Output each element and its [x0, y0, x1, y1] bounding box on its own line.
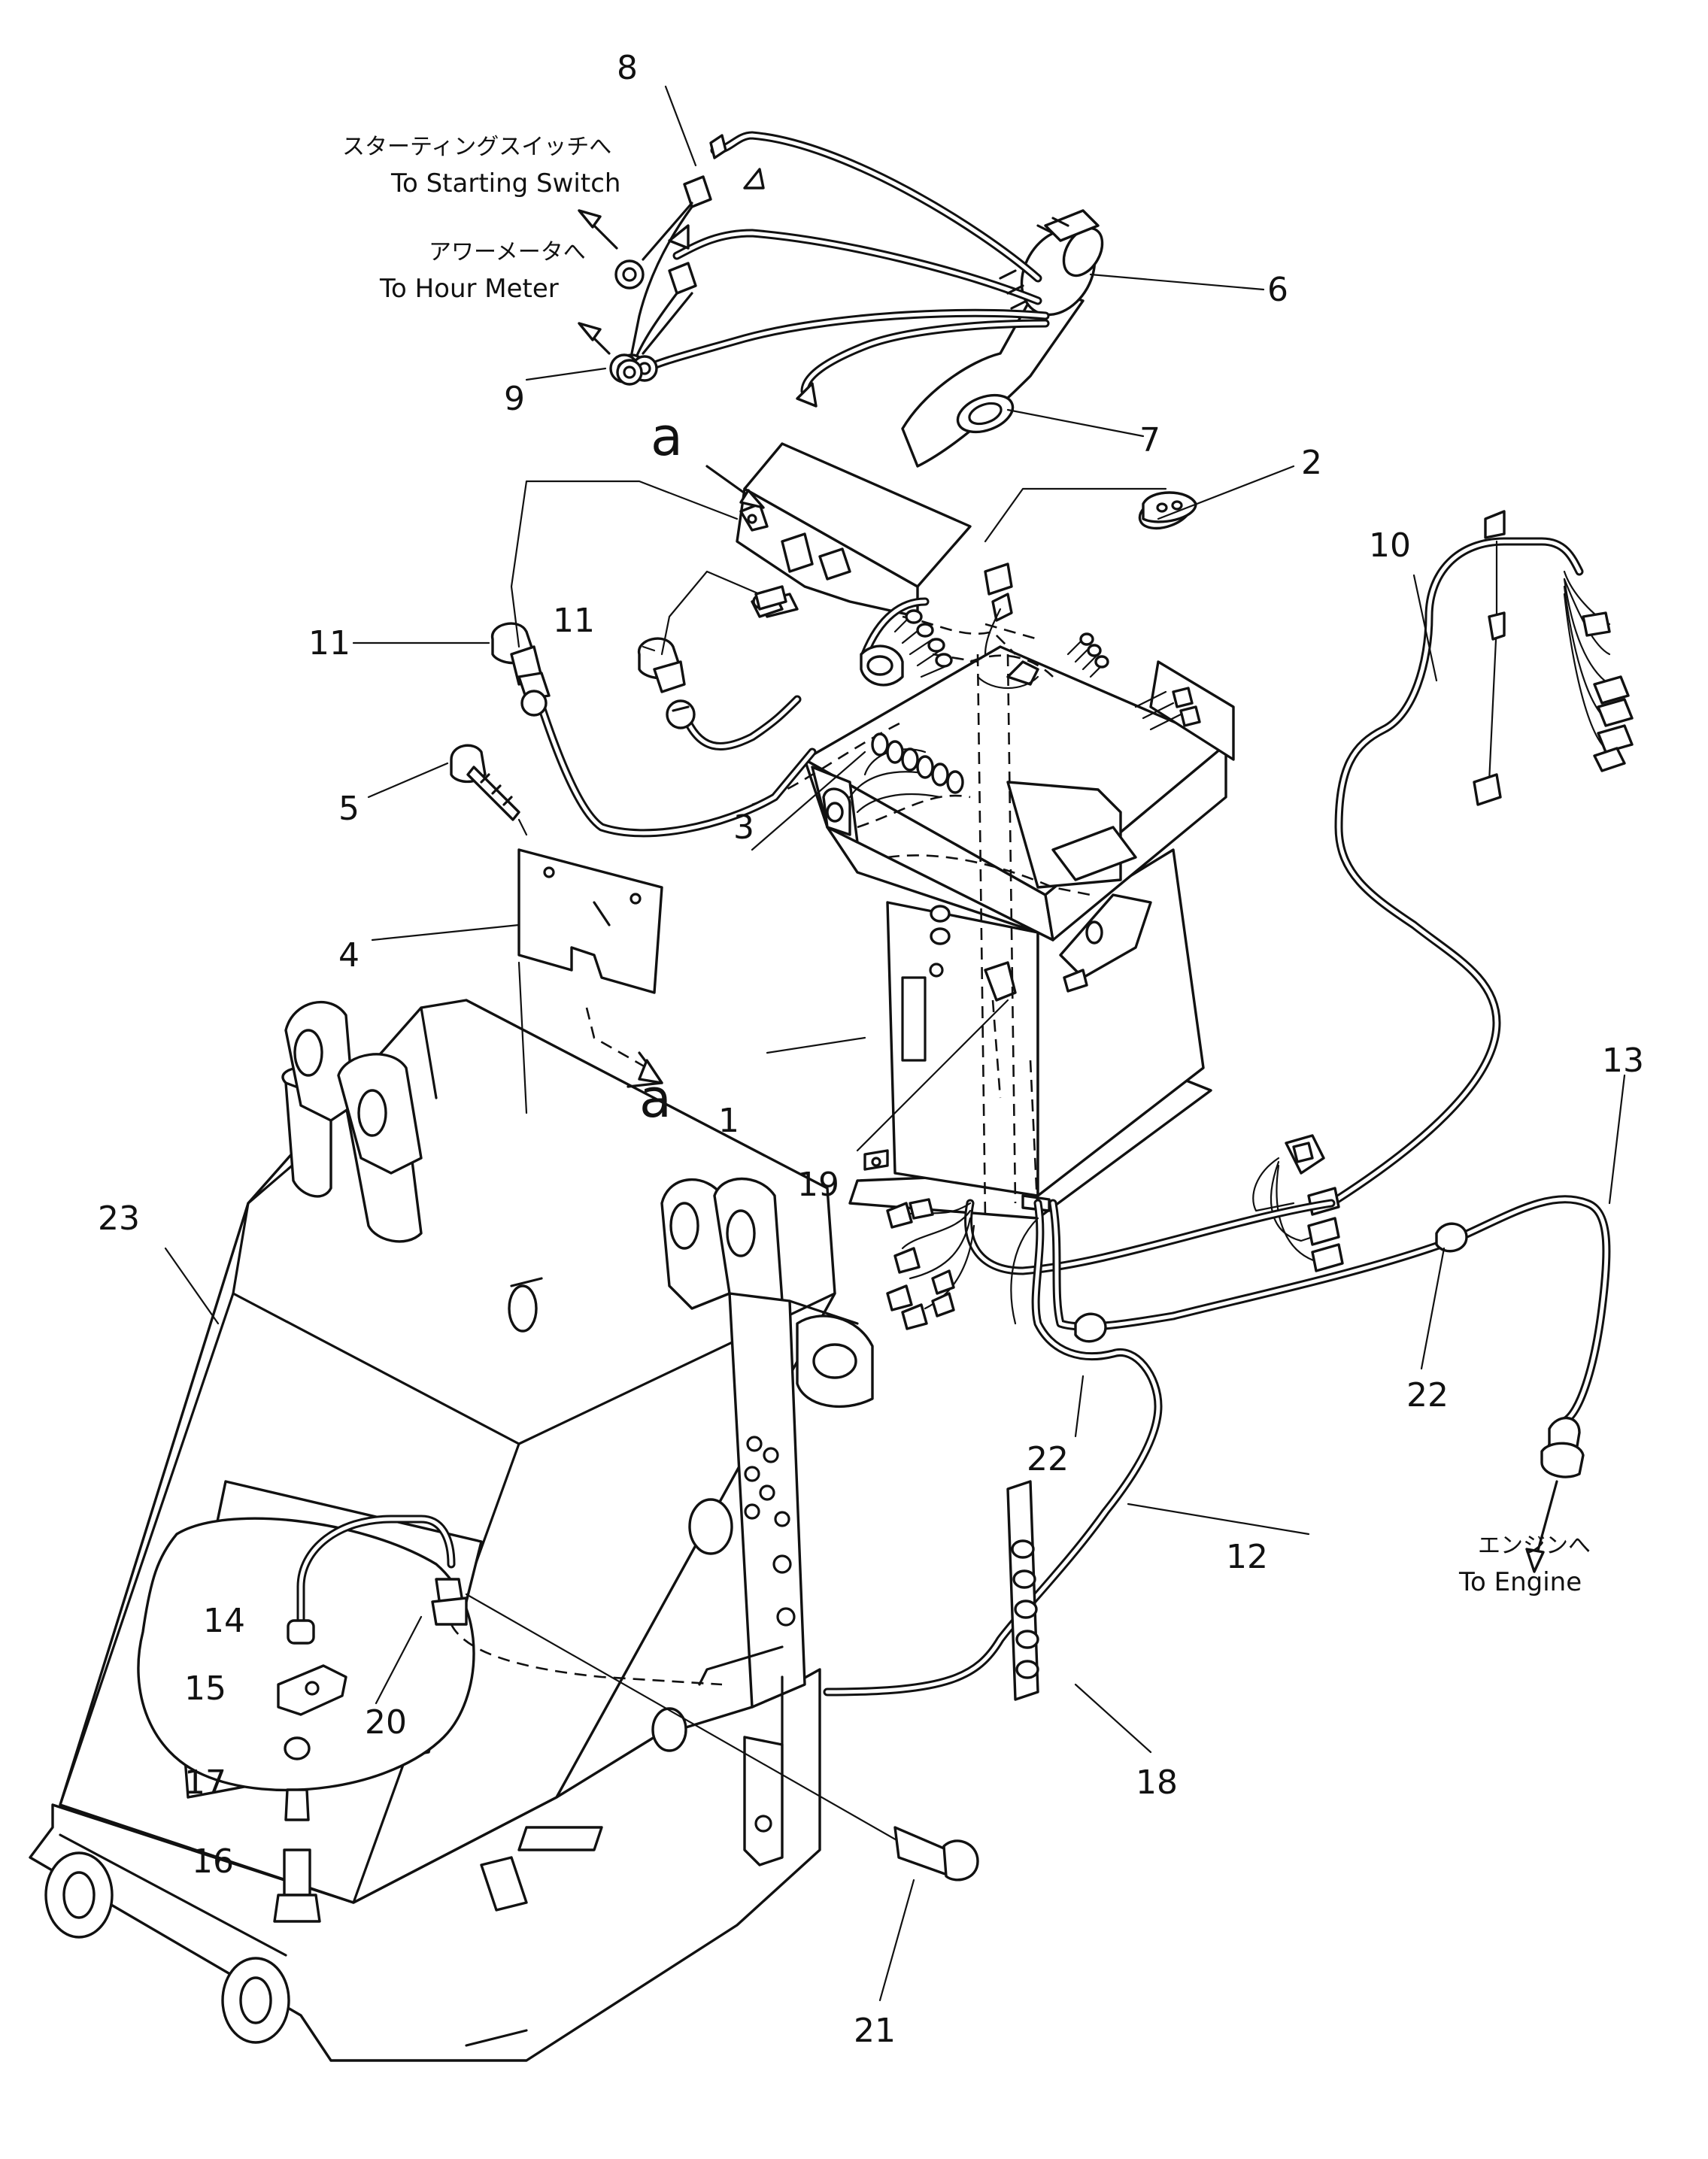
callout-1: 1 — [718, 1102, 739, 1140]
callout-5: 5 — [338, 790, 359, 828]
callout-13: 13 — [1602, 1042, 1644, 1080]
note-starting-switch-jp: スターティングスイッチへ — [342, 134, 611, 160]
view-letter-a-bottom: a — [639, 1068, 672, 1130]
direction-arrows — [578, 209, 765, 509]
main-frame — [29, 999, 874, 2062]
callout-22-right: 22 — [1406, 1376, 1449, 1415]
callout-10: 10 — [1369, 526, 1411, 565]
plate-4-bolt-5 — [450, 744, 663, 1088]
lamp-connectors — [491, 480, 817, 838]
callout-9: 9 — [504, 380, 525, 418]
callout-17: 17 — [184, 1763, 226, 1802]
callout-6: 6 — [1267, 271, 1288, 309]
callout-19: 19 — [797, 1166, 839, 1204]
harness-10 — [1252, 510, 1634, 1272]
note-starting-switch-en: To Starting Switch — [390, 168, 620, 199]
key-switch-harness — [609, 131, 1194, 530]
view-letter-a-top: a — [651, 406, 683, 468]
note-hour-meter-en: To Hour Meter — [379, 274, 559, 304]
note-hour-meter-jp: アワーメータへ — [429, 239, 586, 265]
callout-21: 21 — [854, 2012, 896, 2050]
callout-22-left: 22 — [1027, 1440, 1069, 1478]
view-letters: a a — [639, 406, 683, 1130]
harness-12-13 — [823, 1195, 1611, 1701]
callout-23: 23 — [98, 1199, 140, 1238]
mounting-bracket — [736, 442, 972, 618]
callout-2: 2 — [1301, 444, 1322, 482]
callout-16: 16 — [192, 1842, 234, 1881]
pressure-switch-assembly — [273, 1515, 723, 1923]
note-engine-jp: エンジンへ — [1478, 1533, 1591, 1559]
callout-numbers: 1 2 3 4 5 6 7 8 9 10 11 11 12 13 14 15 1… — [98, 49, 1644, 2050]
callout-15: 15 — [184, 1669, 226, 1708]
callout-11-right: 11 — [553, 602, 595, 640]
destination-notes: スターティングスイッチへ To Starting Switch アワーメータへ … — [342, 134, 1591, 1597]
bolt-21 — [465, 1593, 979, 1882]
callout-12: 12 — [1226, 1538, 1268, 1576]
part-2-plate — [984, 487, 1197, 543]
callout-11-left: 11 — [308, 624, 350, 663]
callout-3: 3 — [733, 808, 754, 847]
leader-lines — [164, 85, 1626, 2002]
callout-20: 20 — [365, 1703, 407, 1742]
callout-8: 8 — [617, 49, 638, 87]
callout-14: 14 — [203, 1602, 245, 1640]
callout-7: 7 — [1139, 421, 1160, 459]
console-tower — [751, 615, 1235, 1220]
note-engine-en: To Engine — [1458, 1567, 1582, 1597]
callout-18: 18 — [1136, 1763, 1178, 1802]
console-bottom-harness — [886, 1198, 1336, 1330]
callout-4: 4 — [338, 936, 359, 975]
